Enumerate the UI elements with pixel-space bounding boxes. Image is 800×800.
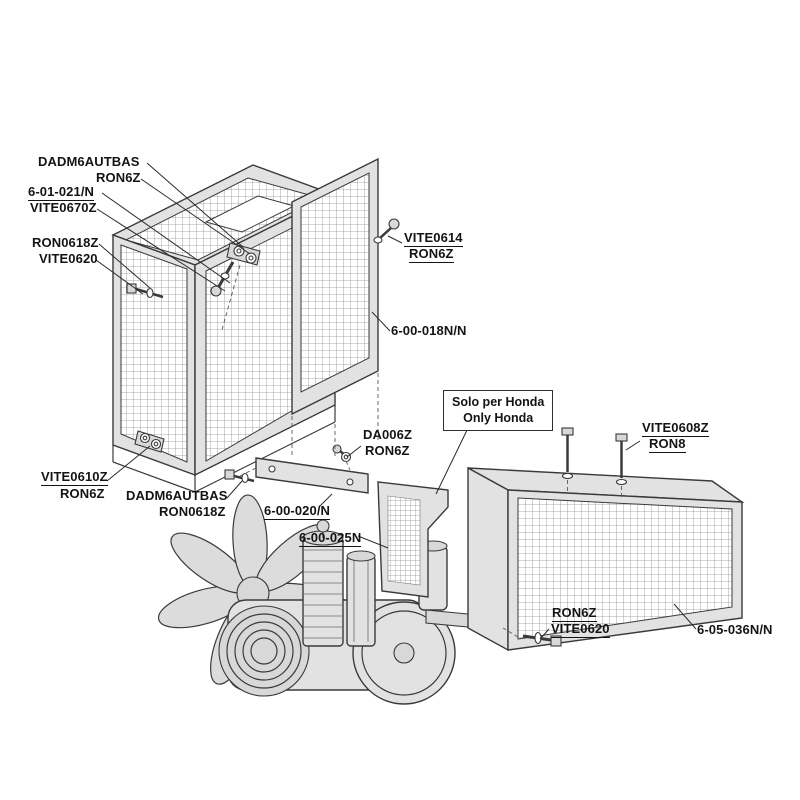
part-label-ron8: RON8 [649, 436, 686, 454]
part-label-ron0618z-top: RON0618Z [32, 235, 99, 250]
motor-fins [218, 605, 310, 697]
alignment-dashes [221, 264, 622, 638]
part-label-ron6z-bottom: RON6Z [552, 605, 597, 623]
flywheel-pulley [352, 601, 456, 705]
leader-lines [95, 162, 697, 640]
bolt-da006z [332, 444, 352, 463]
bolt-vite0608z-2 [615, 433, 628, 486]
part-label-6-00-025n: 6-00-025N [299, 530, 362, 548]
part-label-ron6z-mid: RON6Z [365, 443, 410, 458]
part-label-6-00-020n: 6-00-020/N [264, 503, 331, 521]
part-label-vite0620-bottom: VITE0620 [551, 621, 610, 639]
part-label-6-05-036nn: 6-05-036N/N [697, 622, 773, 637]
honda-bracket [377, 481, 449, 598]
cylinder-finned [302, 519, 344, 647]
cage-base-frame [112, 405, 336, 493]
bolt-ron0618z-bottom [224, 469, 255, 484]
bolt-vite0614 [373, 218, 400, 244]
part-label-6-00-018nn: 6-00-018N/N [391, 323, 467, 338]
bottom-clamp-bracket-vite0610z [134, 430, 165, 453]
part-label-ron6z-right: RON6Z [409, 246, 454, 264]
bolt-vite0620-bottom [522, 631, 562, 647]
part-label-dadm6autbas-bot: DADM6AUTBAS [126, 488, 228, 503]
top-clamp-bracket [226, 242, 261, 266]
honda-note-line1: Solo per Honda [452, 395, 545, 409]
bolt-vite0608z-1 [561, 427, 574, 480]
cylinder-canister [346, 550, 376, 647]
part-label-vite0614: VITE0614 [404, 230, 463, 248]
honda-note-box: Solo per Honda Only Honda [443, 390, 554, 431]
right-guard [467, 466, 745, 652]
part-label-ron6z-left: RON6Z [60, 486, 105, 501]
part-label-dadm6autbas-top: DADM6AUTBAS [38, 154, 140, 169]
part-label-ron0618z-bot: RON0618Z [159, 504, 226, 519]
part-label-vite0608z: VITE0608Z [642, 420, 709, 438]
part-label-da006z: DA006Z [363, 427, 413, 442]
cross-bracket [255, 457, 369, 494]
part-label-vite0620-top: VITE0620 [39, 251, 98, 266]
rear-panel [291, 157, 379, 416]
part-label-6-01-021n: 6-01-021/N [28, 184, 95, 202]
guard-left-face [467, 466, 509, 652]
part-label-vite0670z: VITE0670Z [30, 200, 97, 215]
honda-note-line2: Only Honda [463, 411, 534, 426]
part-label-vite0610z: VITE0610Z [41, 469, 108, 487]
part-label-ron6z-top: RON6Z [96, 170, 141, 185]
